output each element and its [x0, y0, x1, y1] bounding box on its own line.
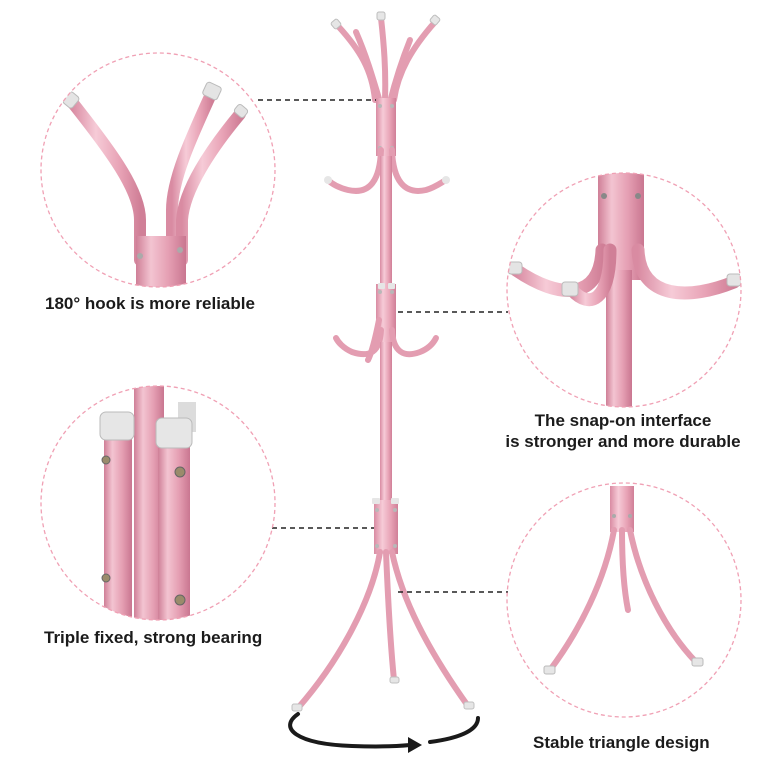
curved-arrow-icon [288, 712, 480, 753]
leader-lines [258, 99, 508, 593]
detail-circle-snap-on [506, 172, 742, 408]
caption-snap-on: The snap-on interface is stronger and mo… [496, 410, 750, 452]
caption-triple: Triple fixed, strong bearing [44, 628, 263, 647]
detail-circle-triangle [506, 482, 742, 718]
coat-rack [291, 11, 475, 712]
detail-circle-hooks [40, 52, 276, 288]
detail-circle-triple-fixed [40, 385, 276, 621]
caption-stable: Stable triangle design [533, 733, 710, 752]
caption-hook: 180° hook is more reliable [45, 294, 255, 313]
caption-snap-line2: is stronger and more durable [505, 432, 741, 451]
caption-snap-line1: The snap-on interface [534, 411, 712, 430]
